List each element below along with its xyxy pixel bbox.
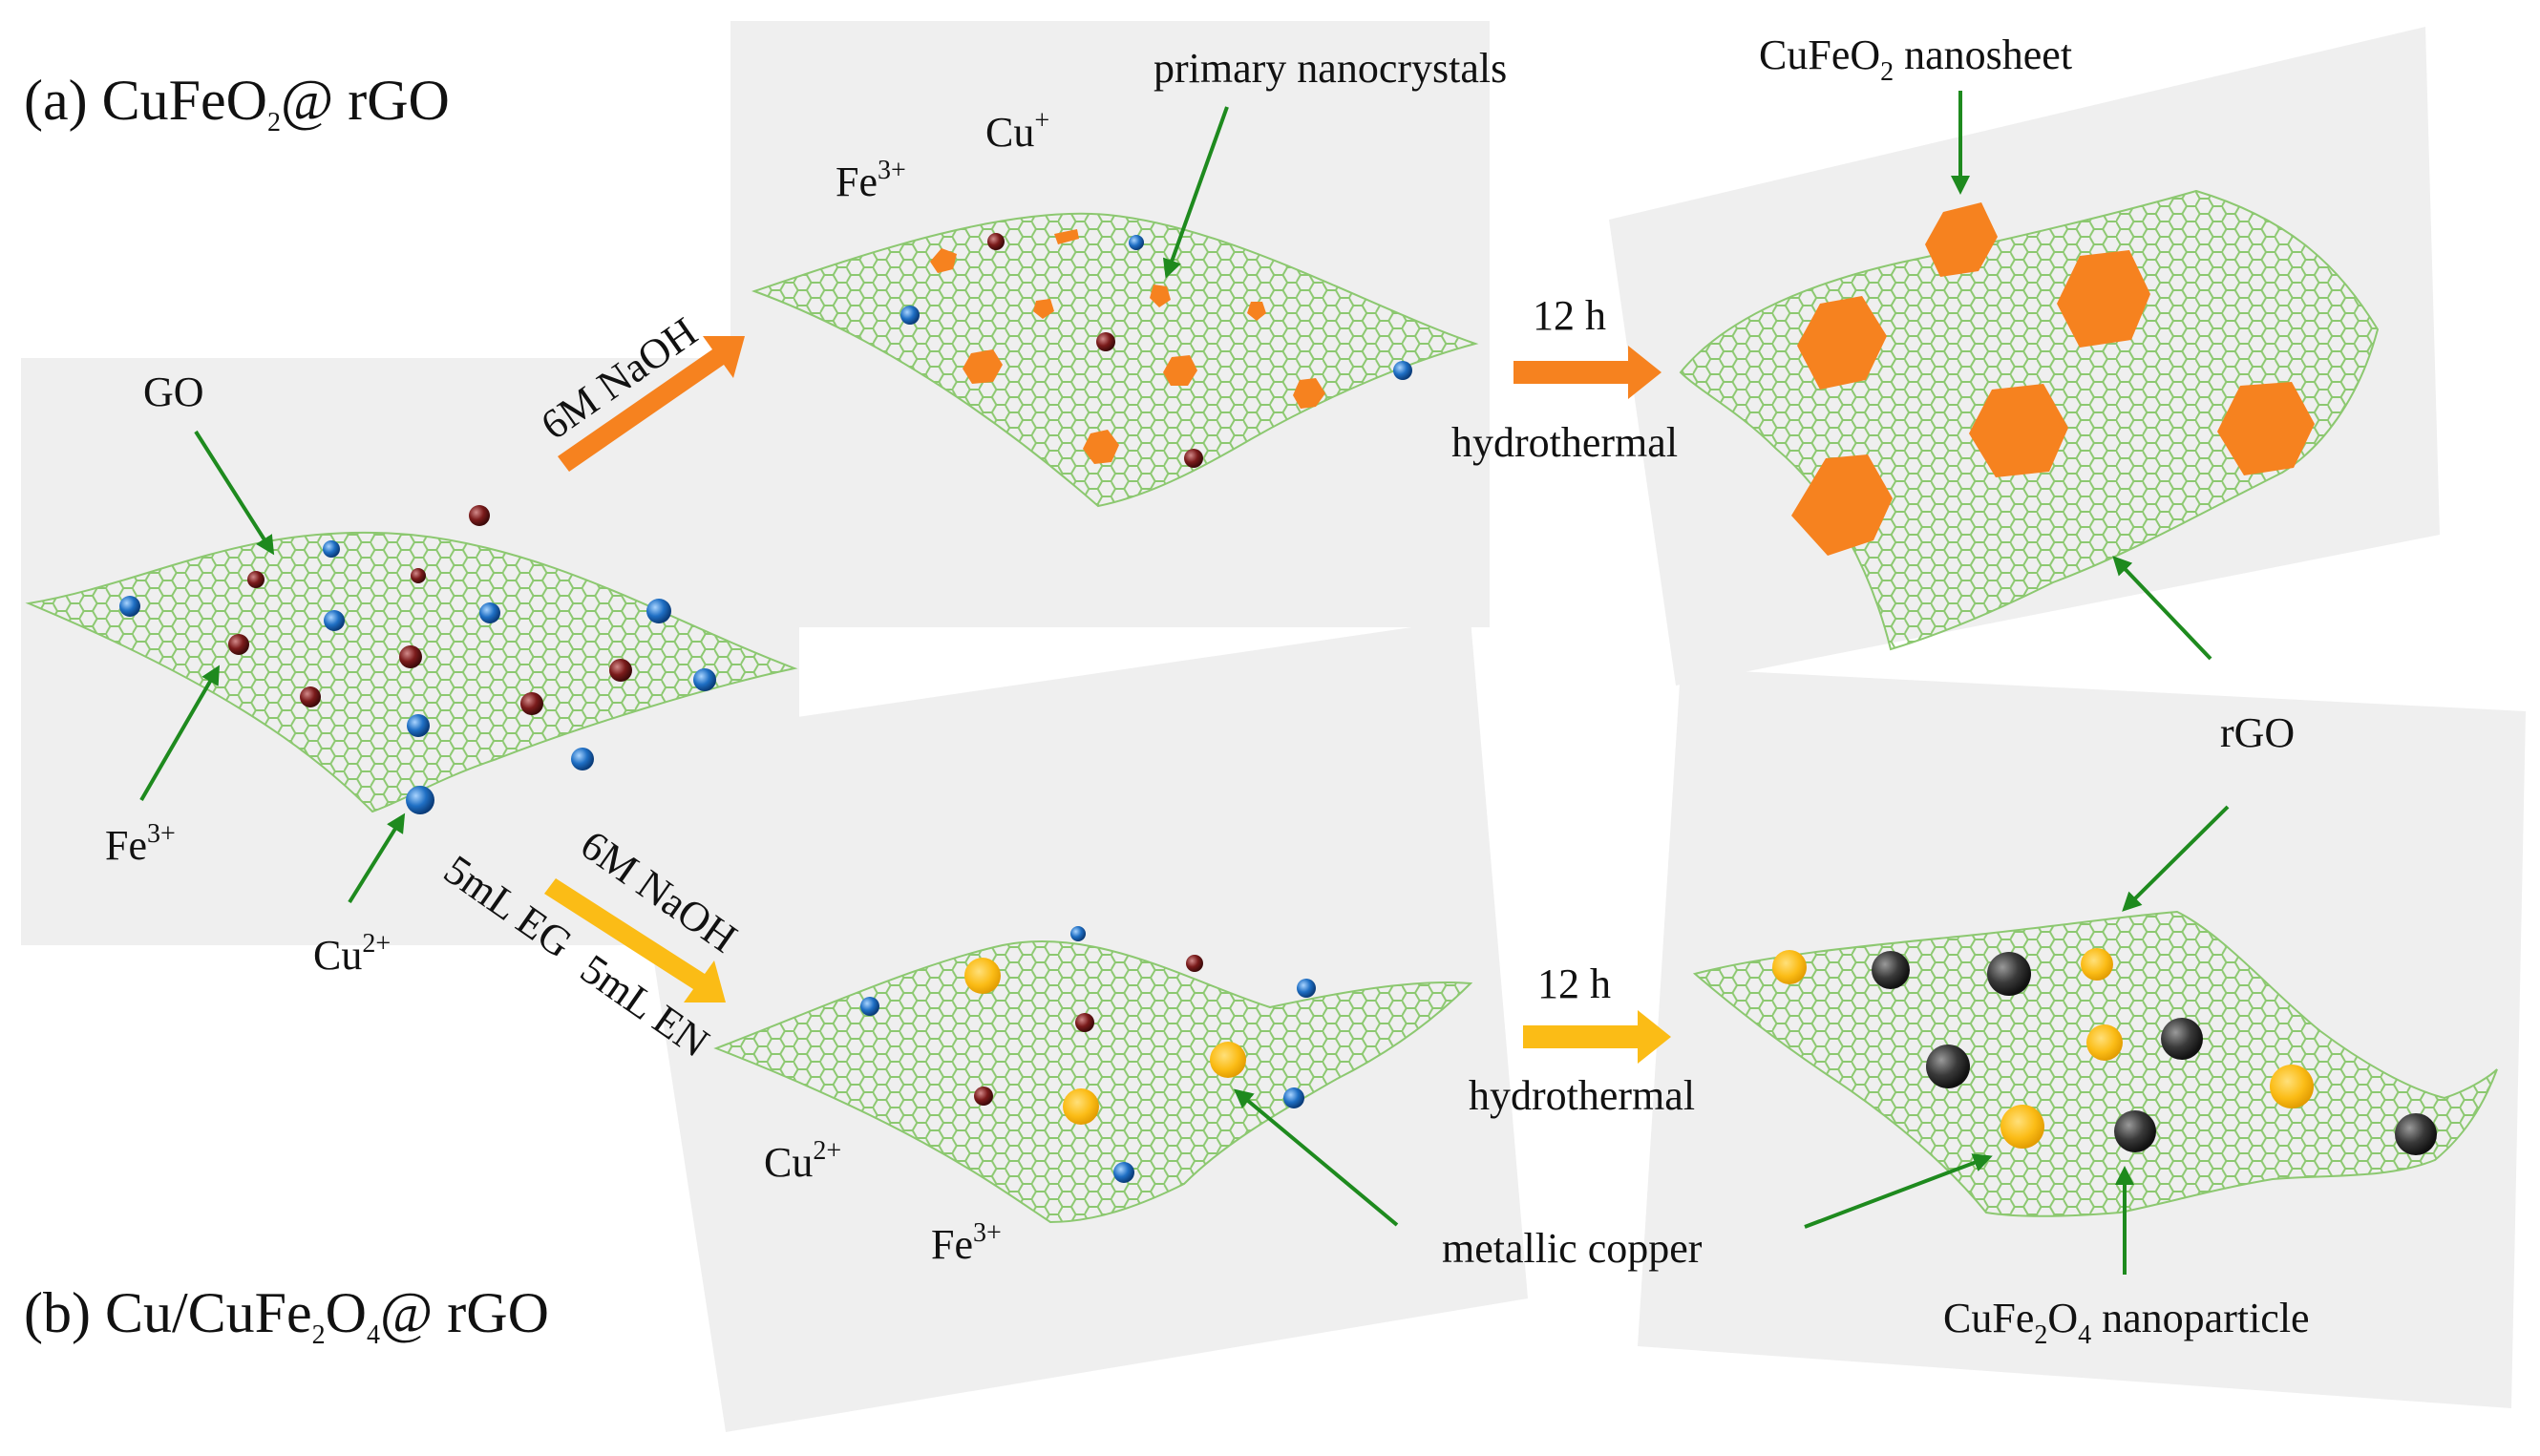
label-fe3-bottom: Fe3+	[931, 1218, 1002, 1268]
cu-ion-sphere	[646, 599, 671, 623]
cufeo2-nanosheet-hexagon	[1791, 454, 1893, 556]
pointer-cu2-left	[348, 812, 406, 904]
fe-ion-sphere	[1096, 332, 1115, 351]
metallic-copper-particle	[2000, 1105, 2044, 1149]
arrow-hydrothermal-b	[1523, 1010, 1671, 1064]
label-fe3-top: Fe3+	[836, 156, 906, 205]
fe-ion-sphere	[987, 233, 1005, 250]
primary-nanocrystal	[1150, 285, 1171, 307]
label-cufeo2-nanosheet: CuFeO2 nanosheet	[1759, 32, 2072, 87]
label-time-a: 12 h	[1533, 292, 1606, 339]
fe-ion-sphere	[1184, 449, 1203, 468]
fe-ion-sphere	[411, 568, 426, 583]
cufeo2-nanosheet-hexagon	[2217, 382, 2315, 475]
fe-ion-sphere	[974, 1087, 993, 1106]
metallic-copper-particle	[1063, 1088, 1099, 1125]
label-primary-nanocrystals: primary nanocrystals	[1154, 45, 1507, 92]
fe-ion-sphere	[520, 692, 543, 715]
primary-nanocrystal	[1247, 302, 1266, 321]
label-cu2-left: Cu2+	[313, 929, 391, 979]
pointer-metallic-copper-middle	[1233, 1088, 1399, 1227]
cufeo2-nanosheet-hexagon	[1969, 384, 2068, 477]
label-time-b: 12 h	[1537, 960, 1611, 1007]
primary-nanocrystal	[1083, 430, 1119, 464]
cu-ion-sphere	[119, 596, 140, 617]
cu-ion-sphere	[1393, 361, 1412, 380]
fe-ion-sphere	[300, 686, 321, 707]
cufeo2-nanosheet-hexagon	[1925, 202, 1998, 277]
metallic-copper-particle	[2086, 1024, 2123, 1061]
primary-nanocrystal	[930, 248, 957, 273]
cu-ion-sphere	[1297, 979, 1316, 998]
graphene-sheet-go	[25, 531, 798, 813]
label-cufe2o4-nanoparticle: CuFe2O4 nanoparticle	[1943, 1295, 2310, 1350]
cu-ion-sphere	[479, 602, 500, 623]
cufeo2-nanosheet-hexagon	[2057, 250, 2150, 348]
cu-ion-sphere	[1283, 1087, 1304, 1108]
cu-ion-sphere	[900, 306, 920, 325]
cufe2o4-nanoparticle	[2395, 1113, 2437, 1155]
label-go: GO	[143, 369, 204, 415]
panel-b-title: (b) Cu/CuFe2O4@ rGO	[24, 1281, 549, 1350]
primary-nanocrystal	[1033, 299, 1054, 319]
pointer-fe3-left	[139, 665, 221, 802]
label-method-b: hydrothermal	[1469, 1072, 1695, 1119]
cufeo2-nanosheet-hexagon	[1797, 296, 1887, 390]
cufe2o4-nanoparticle	[2161, 1018, 2203, 1060]
primary-nanocrystal	[1054, 229, 1079, 244]
pointer-rgo-bottom	[2122, 805, 2230, 912]
label-fe3-left: Fe3+	[105, 819, 176, 869]
fe-ion-sphere	[399, 645, 422, 668]
pointer-arrows	[139, 91, 2230, 1275]
cu-ion-sphere	[323, 540, 340, 558]
fe-ion-sphere	[1186, 955, 1203, 972]
pointer-rgo-top	[2112, 556, 2212, 661]
pointer-metallic-copper-right	[1804, 1153, 1993, 1229]
cufe2o4-nanoparticle	[1987, 952, 2031, 996]
labels: (a) CuFeO2@ rGO (b) Cu/CuFe2O4@ rGO GO F…	[24, 32, 2310, 1350]
cu-ion-sphere	[693, 668, 716, 691]
panel-a-title: (a) CuFeO2@ rGO	[24, 69, 450, 137]
cu-ion-sphere	[1129, 235, 1144, 250]
metallic-copper-particle	[2270, 1065, 2314, 1108]
primary-nanocrystal	[1293, 378, 1325, 409]
arrow-hydrothermal-a	[1513, 346, 1662, 399]
label-cu2-bottom: Cu2+	[764, 1136, 841, 1186]
graphene-sheet-b-middle	[713, 940, 1473, 1224]
cu-ion-sphere	[406, 786, 434, 814]
fe-ion-sphere	[228, 634, 249, 655]
metallic-copper-particle	[1210, 1042, 1246, 1078]
fe-ion-sphere	[247, 571, 265, 588]
primary-nanocrystal	[963, 349, 1003, 384]
cu-ion-sphere	[1070, 926, 1086, 941]
pointer-primary-nanocrystals	[1162, 106, 1229, 279]
cufe2o4-nanoparticle	[1872, 951, 1910, 989]
cu-ion-sphere	[1113, 1162, 1134, 1183]
label-rgo: rGO	[2220, 709, 2295, 756]
metallic-copper-particle	[964, 958, 1001, 994]
metallic-copper-particle	[1772, 950, 1807, 984]
cu-ion-sphere	[407, 714, 430, 737]
pointer-go	[194, 430, 275, 556]
cu-ion-sphere	[324, 610, 345, 631]
fe-ion-sphere	[1075, 1013, 1094, 1032]
fe-ion-sphere	[469, 505, 490, 526]
label-metallic-copper: metallic copper	[1442, 1225, 1703, 1272]
primary-nanocrystal	[1163, 355, 1197, 386]
arrow-naoh-a	[558, 336, 745, 472]
label-cu-plus-top: Cu+	[985, 106, 1049, 156]
cufe2o4-nanoparticle	[1926, 1045, 1970, 1088]
cufe2o4-nanoparticle	[2114, 1110, 2156, 1152]
fe-ion-sphere	[609, 659, 632, 682]
cu-ion-sphere	[860, 997, 879, 1016]
particles	[119, 202, 2437, 1183]
metallic-copper-particle	[2081, 948, 2113, 981]
cu-ion-sphere	[571, 748, 594, 770]
arrow-naoh-b	[544, 878, 726, 1002]
label-method-a: hydrothermal	[1451, 419, 1678, 466]
process-arrows	[544, 336, 1671, 1064]
